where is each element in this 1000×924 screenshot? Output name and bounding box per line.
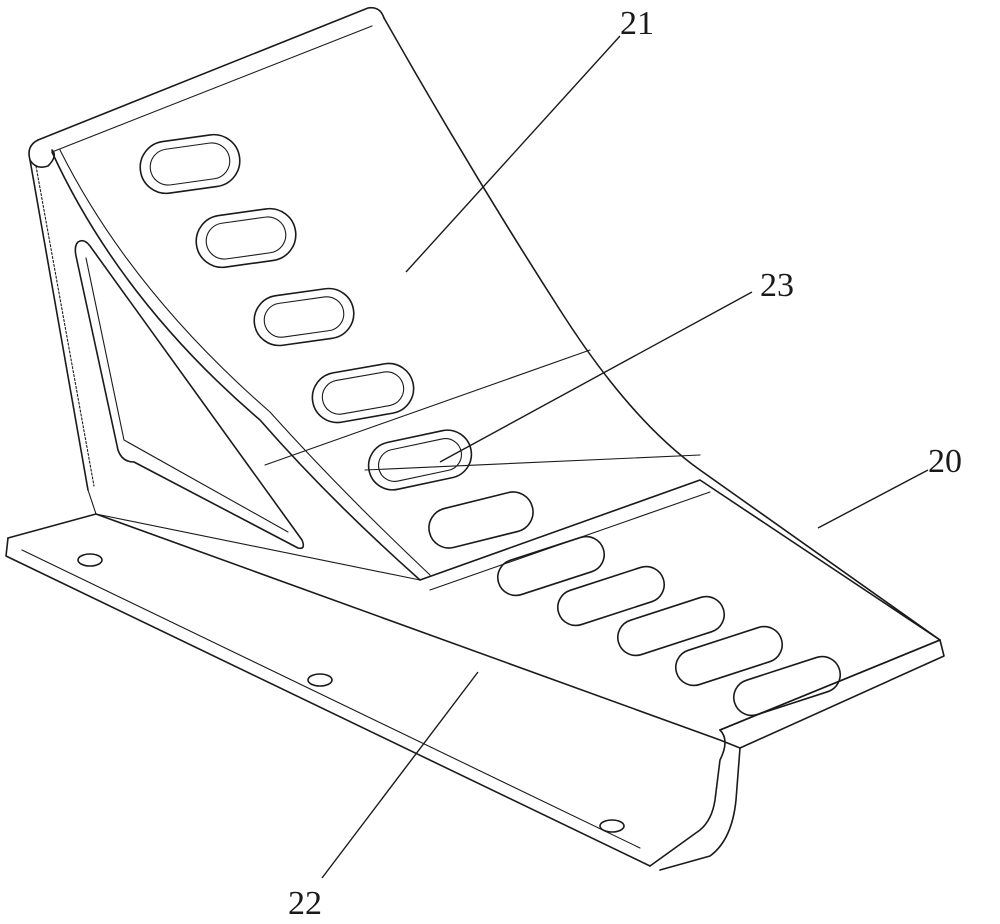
slot-5: [364, 426, 476, 495]
callout-23: 23: [760, 267, 794, 304]
mounting-flange: [6, 490, 944, 870]
triangular-cutout: [75, 241, 303, 549]
slot-3: [251, 285, 357, 348]
mounting-hole-2: [308, 674, 332, 686]
base-plate-slots: [493, 532, 845, 720]
leader-23: [440, 292, 752, 462]
slot-2: [193, 205, 299, 270]
inclined-plate-outline: [29, 8, 940, 640]
slot-6: [425, 488, 538, 552]
callout-20: 20: [928, 443, 962, 480]
mounting-holes: [78, 554, 624, 832]
callout-21: 21: [620, 5, 654, 42]
callout-22: 22: [288, 885, 322, 922]
leader-22: [322, 672, 478, 878]
mounting-hole-1: [78, 554, 102, 566]
slot-1: [137, 131, 243, 196]
leader-20: [818, 470, 928, 528]
mounting-hole-3: [600, 820, 624, 832]
